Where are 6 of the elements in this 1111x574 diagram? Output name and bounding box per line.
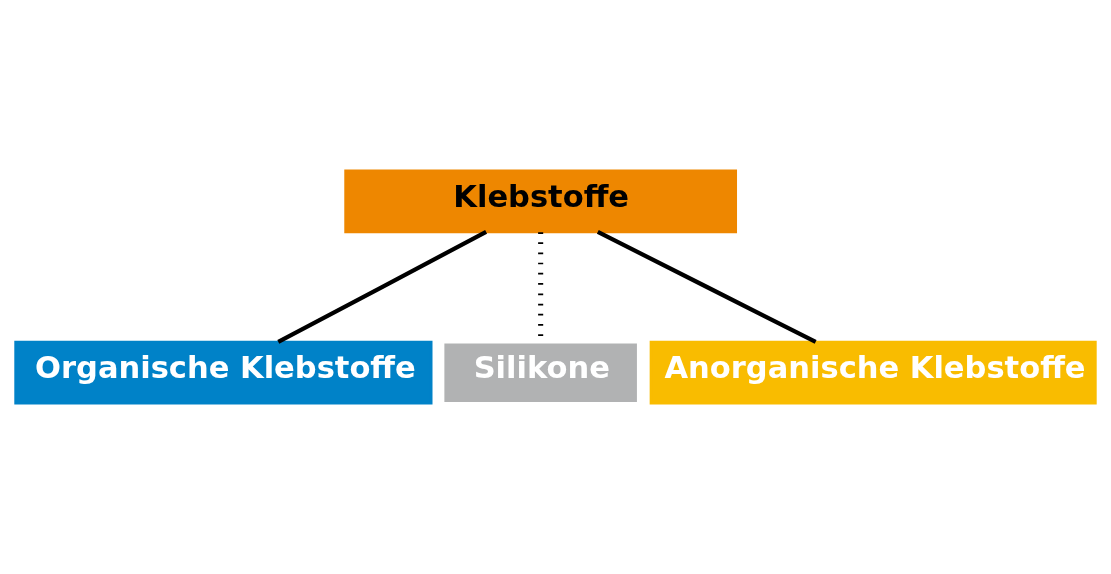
node-box: Anorganische Klebstoffe <box>649 340 1097 405</box>
connector <box>596 230 817 344</box>
connector <box>277 230 488 344</box>
node-box: Klebstoffe <box>344 169 738 234</box>
node-box: Silikone <box>441 340 640 405</box>
node-box: Organische Klebstoffe <box>14 340 433 405</box>
